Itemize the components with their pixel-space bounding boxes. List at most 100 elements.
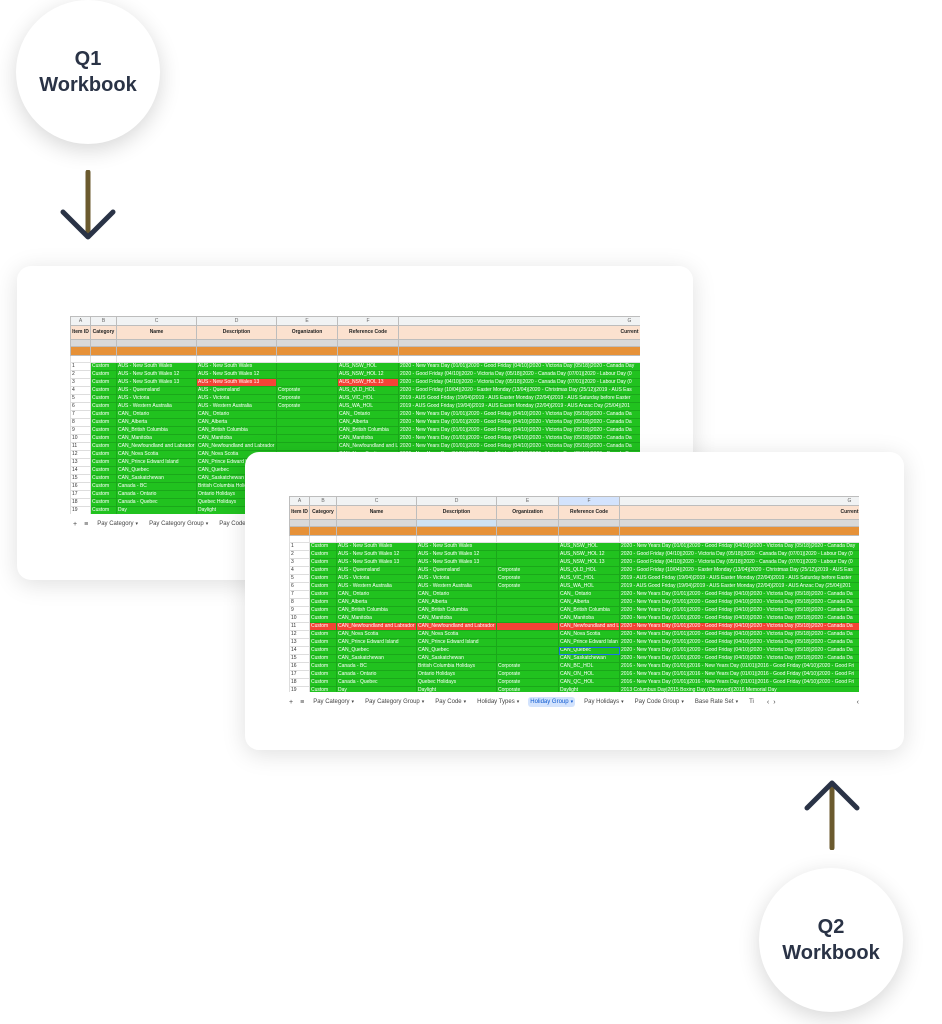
table-cell[interactable]: CAN_Newfoundland and L (558, 622, 620, 631)
table-cell[interactable]: 2020 - New Years Day (01/01)|2020 - Good… (619, 638, 859, 647)
table-cell[interactable]: Custom (309, 638, 337, 647)
table-cell[interactable]: CAN_Manitoba (337, 434, 399, 443)
table-cell[interactable] (276, 370, 338, 379)
table-cell[interactable]: Canada - Ontario (336, 670, 417, 679)
table-cell[interactable]: AUS - Victoria (416, 574, 497, 583)
table-cell[interactable]: Custom (90, 370, 117, 379)
table-cell[interactable]: CAN_British Columbia (558, 606, 620, 615)
table-cell[interactable] (276, 410, 338, 419)
column-letter-c[interactable]: C (116, 316, 197, 326)
table-cell[interactable]: CAN_Prince Edward Island (336, 638, 417, 647)
row-number[interactable]: 17 (289, 670, 310, 679)
column-letter-e[interactable]: E (276, 316, 338, 326)
header-cell[interactable]: Organization (276, 325, 338, 340)
table-cell[interactable]: Custom (90, 490, 117, 499)
sheet-tab[interactable]: Holiday Group▾ (528, 697, 576, 707)
table-cell[interactable]: British Columbia Holidays (416, 662, 497, 671)
table-cell[interactable]: Custom (309, 566, 337, 575)
blank-cell[interactable] (70, 346, 91, 356)
chevron-left-icon[interactable]: ‹ (766, 698, 770, 706)
table-cell[interactable]: CAN_Manitoba (116, 434, 197, 443)
column-letter-d[interactable]: D (196, 316, 277, 326)
table-cell[interactable]: AUS - Western Australia (416, 582, 497, 591)
table-cell[interactable]: AUS - Victoria (196, 394, 277, 403)
table-cell[interactable]: CAN_ Ontario (116, 410, 197, 419)
table-cell[interactable]: Corporate (276, 402, 338, 411)
row-number[interactable]: 16 (70, 482, 91, 491)
table-cell[interactable] (496, 550, 559, 559)
table-cell[interactable]: Corporate (496, 662, 559, 671)
row-number[interactable]: 5 (70, 394, 91, 403)
table-cell[interactable]: AUS_NSW_HOL (337, 362, 399, 371)
table-cell[interactable]: AUS - Queensland (336, 566, 417, 575)
header-cell[interactable]: Category (90, 325, 117, 340)
collapse-icon[interactable]: ‹ (856, 698, 859, 706)
row-number[interactable]: 5 (289, 574, 310, 583)
blank-cell[interactable] (337, 355, 399, 363)
table-cell[interactable]: Custom (309, 622, 337, 631)
row-number[interactable]: 13 (70, 458, 91, 467)
blank-cell[interactable] (276, 355, 338, 363)
table-cell[interactable]: 2020 - Good Friday (04/10)|2020 - Victor… (619, 550, 859, 559)
table-cell[interactable]: Custom (90, 410, 117, 419)
table-cell[interactable]: 2013 Columbus Day|2015 Boxing Day (Obser… (619, 686, 859, 692)
table-cell[interactable]: AUS_NSW_HOL 12 (337, 370, 399, 379)
header-cell[interactable]: Current (619, 505, 859, 520)
blank-cell[interactable] (196, 339, 277, 347)
table-cell[interactable]: Corporate (496, 678, 559, 687)
table-cell[interactable]: AUS - New South Wales 13 (116, 378, 197, 387)
table-cell[interactable]: CAN_Prince Edward Island (416, 638, 497, 647)
table-cell[interactable]: AUS - New South Wales (196, 362, 277, 371)
table-cell[interactable]: AUS_VIC_HOL (337, 394, 399, 403)
table-cell[interactable]: AUS - Western Australia (196, 402, 277, 411)
table-cell[interactable]: AUS - Queensland (196, 386, 277, 395)
table-cell[interactable]: Custom (309, 646, 337, 655)
table-cell[interactable]: Custom (309, 550, 337, 559)
row-number[interactable]: 12 (289, 630, 310, 639)
table-cell[interactable]: CAN_ Ontario (196, 410, 277, 419)
table-cell[interactable]: CAN_British Columbia (337, 426, 399, 435)
table-cell[interactable]: Custom (90, 402, 117, 411)
column-letter-g[interactable]: G (619, 496, 859, 506)
row-number[interactable]: 8 (70, 418, 91, 427)
blank-cell[interactable] (619, 526, 859, 536)
table-cell[interactable]: Canada - BC (116, 482, 197, 491)
blank-cell[interactable] (289, 519, 310, 527)
table-cell[interactable]: AUS - Victoria (336, 574, 417, 583)
table-cell[interactable]: CAN_British Columbia (196, 426, 277, 435)
blank-cell[interactable] (90, 355, 117, 363)
column-letter-c[interactable]: C (336, 496, 417, 506)
table-cell[interactable]: 2020 - New Years Day (01/01)|2020 - Good… (398, 426, 640, 435)
blank-cell[interactable] (558, 535, 620, 543)
table-cell[interactable]: Custom (90, 498, 117, 507)
sheet-tab[interactable]: Pay Category▾ (95, 519, 140, 529)
table-cell[interactable]: Custom (90, 434, 117, 443)
row-number[interactable]: 18 (70, 498, 91, 507)
blank-cell[interactable] (116, 346, 197, 356)
table-cell[interactable] (496, 654, 559, 663)
table-cell[interactable]: CAN_QC_HOL (558, 678, 620, 687)
blank-cell[interactable] (70, 339, 91, 347)
table-cell[interactable]: 2020 - Good Friday (10/04)|2020 - Easter… (619, 566, 859, 575)
table-cell[interactable]: 2020 - Good Friday (04/10)|2020 - Victor… (398, 378, 640, 387)
table-cell[interactable]: 2020 - New Years Day (01/01)|2020 - Good… (619, 590, 859, 599)
table-cell[interactable]: CAN_Alberta (558, 598, 620, 607)
table-cell[interactable]: AUS_NSW_HOL (558, 542, 620, 551)
table-cell[interactable]: CAN_Alberta (337, 418, 399, 427)
add-sheet-icon[interactable]: + (289, 698, 294, 706)
table-cell[interactable]: 2019 - AUS Good Friday (19/04)|2019 - AU… (398, 402, 640, 411)
row-number[interactable]: 6 (289, 582, 310, 591)
table-cell[interactable]: Custom (309, 614, 337, 623)
table-cell[interactable]: CAN_Newfoundland and Labrador (196, 442, 277, 451)
table-cell[interactable] (496, 646, 559, 655)
chevron-right-icon[interactable]: › (773, 698, 776, 706)
table-cell[interactable]: AUS - New South Wales 13 (336, 558, 417, 567)
row-number[interactable]: 4 (289, 566, 310, 575)
table-cell[interactable]: AUS - New South Wales (416, 542, 497, 551)
row-number[interactable]: 9 (70, 426, 91, 435)
column-letter-d[interactable]: D (416, 496, 497, 506)
table-cell[interactable]: CAN_Alberta (196, 418, 277, 427)
table-cell[interactable]: CAN_Nova Scotia (558, 630, 620, 639)
row-number[interactable]: 11 (70, 442, 91, 451)
row-number[interactable]: 2 (70, 370, 91, 379)
